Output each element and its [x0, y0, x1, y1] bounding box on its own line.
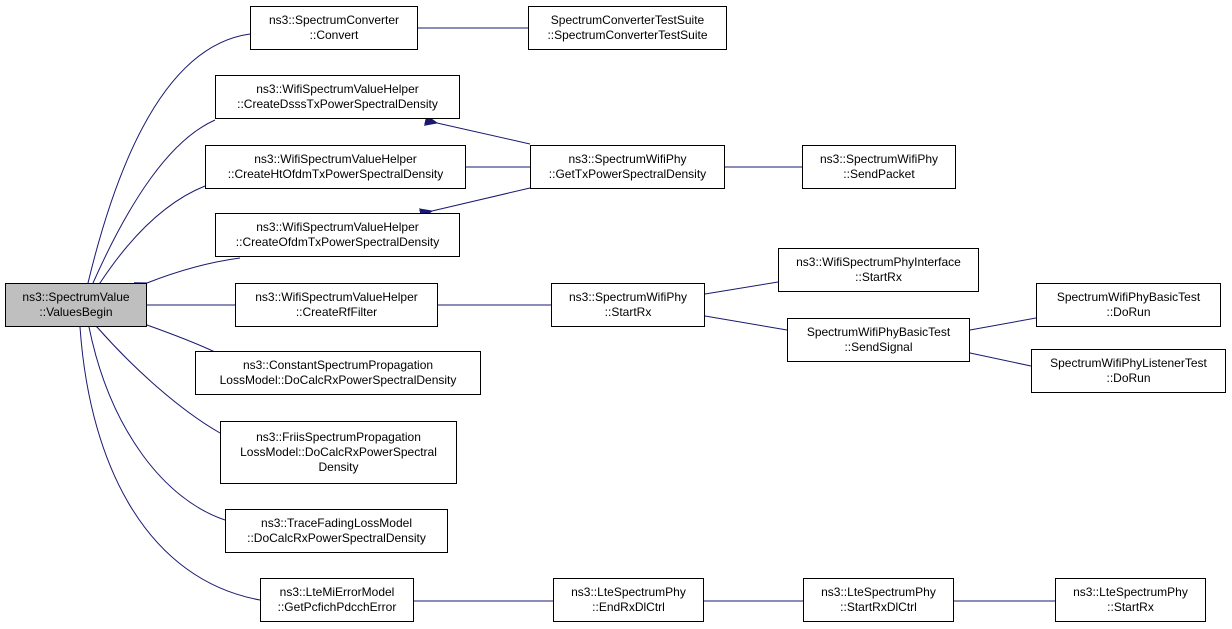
edge-root-sc-convert [88, 33, 251, 283]
edge-root-htofdm [100, 185, 206, 283]
node-label-line: ::GetPcfichPdcchError [277, 600, 397, 614]
edge-root-ofdm [147, 257, 241, 283]
edge-dsss-gettx [437, 123, 531, 145]
node-lte-startrx[interactable]: ns3::LteSpectrumPhy::StartRx [1055, 578, 1206, 622]
node-label-line: ::SpectrumConverterTestSuite [547, 28, 708, 42]
node-label-line: ::SendSignal [844, 340, 913, 354]
node-label-line: ::SendPacket [843, 167, 915, 181]
node-lte-mi[interactable]: ns3::LteMiErrorModel::GetPcfichPdcchErro… [260, 578, 414, 622]
node-rffilter[interactable]: ns3::WifiSpectrumValueHelper::CreateRfFi… [235, 283, 438, 327]
node-label-line: SpectrumWifiPhyBasicTest [1056, 290, 1201, 304]
node-label-line: ::CreateHtOfdmTxPowerSpectralDensity [227, 167, 444, 181]
edge-sendsignal-basic-dorun [970, 317, 1037, 330]
node-htofdm[interactable]: ns3::WifiSpectrumValueHelper::CreateHtOf… [205, 145, 466, 189]
node-gettx[interactable]: ns3::SpectrumWifiPhy::GetTxPowerSpectral… [530, 145, 725, 189]
node-label-line: ns3::WifiSpectrumValueHelper [255, 290, 418, 304]
node-label-line: ns3::SpectrumWifiPhy [568, 152, 687, 166]
node-sendsignal[interactable]: SpectrumWifiPhyBasicTest::SendSignal [787, 318, 970, 362]
edge-root-dsss [93, 119, 216, 283]
edge-ofdm-gettx [432, 187, 531, 211]
node-label-line: LossModel::DoCalcRxPowerSpectral [240, 445, 437, 459]
node-label-line: ns3::SpectrumConverter [268, 13, 400, 27]
node-sendpacket[interactable]: ns3::SpectrumWifiPhy::SendPacket [802, 145, 956, 189]
edge-startrx-sendsignal [705, 316, 788, 331]
edge-root-lte-mi [80, 327, 261, 601]
node-sc-testsuite[interactable]: SpectrumConverterTestSuite::SpectrumConv… [528, 6, 727, 50]
node-label-line: ns3::SpectrumWifiPhy [568, 290, 688, 304]
node-label-line: SpectrumConverterTestSuite [550, 13, 705, 27]
node-label-line: ns3::SpectrumValue [22, 290, 130, 304]
node-label-line: ::CreateDsssTxPowerSpectralDensity [237, 97, 438, 111]
node-label-line: ns3::LteSpectrumPhy [571, 585, 686, 599]
node-label-line: ns3::ConstantSpectrumPropagation [242, 358, 434, 372]
node-label-line: ::CreateRfFilter [295, 305, 378, 319]
node-label-line: SpectrumWifiPhyListenerTest [1050, 356, 1207, 370]
node-label-line: ::StartRxDlCtrl [840, 600, 917, 614]
node-label-line: ns3::WifiSpectrumValueHelper [256, 82, 419, 96]
node-label-line: ::StartRx [855, 270, 902, 284]
node-label-line: ::EndRxDlCtrl [592, 600, 665, 614]
node-iface-startrx[interactable]: ns3::WifiSpectrumPhyInterface::StartRx [778, 248, 979, 292]
node-label-line: ns3::SpectrumWifiPhy [819, 152, 939, 166]
node-label-line: ::GetTxPowerSpectralDensity [548, 167, 707, 181]
node-listener-dorun[interactable]: SpectrumWifiPhyListenerTest::DoRun [1031, 349, 1226, 393]
node-endrx[interactable]: ns3::LteSpectrumPhy::EndRxDlCtrl [553, 578, 704, 622]
edge-root-trace [89, 327, 226, 521]
edge-startrx-iface [705, 281, 779, 294]
node-label-line: ::StartRx [1107, 600, 1154, 614]
node-label-line: ::StartRx [604, 305, 652, 319]
node-label-line: ::Convert [309, 28, 359, 42]
node-label-line: ns3::TraceFadingLossModel [261, 516, 412, 530]
node-startrx[interactable]: ns3::SpectrumWifiPhy::StartRx [551, 283, 705, 327]
node-label-line: ::DoCalcRxPowerSpectralDensity [247, 531, 426, 545]
node-label-line: ns3::LteSpectrumPhy [1073, 585, 1188, 599]
node-root: ns3::SpectrumValue::ValuesBegin [5, 283, 147, 327]
node-label-line: ns3::LteSpectrumPhy [821, 585, 936, 599]
node-label-line: ::CreateOfdmTxPowerSpectralDensity [235, 235, 440, 249]
node-label-line: ns3::FriisSpectrumPropagation [256, 430, 421, 444]
node-dsss[interactable]: ns3::WifiSpectrumValueHelper::CreateDsss… [215, 75, 460, 119]
node-label-line: SpectrumWifiPhyBasicTest [806, 325, 951, 339]
node-label-line: Density [318, 460, 359, 474]
node-trace[interactable]: ns3::TraceFadingLossModel::DoCalcRxPower… [225, 509, 448, 553]
node-sc-convert[interactable]: ns3::SpectrumConverter::Convert [250, 6, 418, 50]
node-ofdm[interactable]: ns3::WifiSpectrumValueHelper::CreateOfdm… [215, 213, 460, 257]
node-label-line: LossModel::DoCalcRxPowerSpectralDensity [219, 373, 457, 387]
node-startrxdl[interactable]: ns3::LteSpectrumPhy::StartRxDlCtrl [803, 578, 954, 622]
node-label-line: ns3::WifiSpectrumPhyInterface [796, 255, 961, 269]
edge-sendsignal-listener-dorun [970, 353, 1032, 367]
node-basic-dorun[interactable]: SpectrumWifiPhyBasicTest::DoRun [1036, 283, 1221, 327]
node-label-line: ns3::WifiSpectrumValueHelper [256, 220, 419, 234]
node-label-line: ::DoRun [1106, 371, 1151, 385]
edge-root-friis [97, 327, 221, 434]
node-label-line: ns3::WifiSpectrumValueHelper [254, 152, 417, 166]
node-label-line: ::DoRun [1106, 305, 1151, 319]
edge-root-constant [147, 325, 216, 353]
node-label-line: ::ValuesBegin [39, 305, 113, 319]
node-label-line: ns3::LteMiErrorModel [279, 585, 395, 599]
